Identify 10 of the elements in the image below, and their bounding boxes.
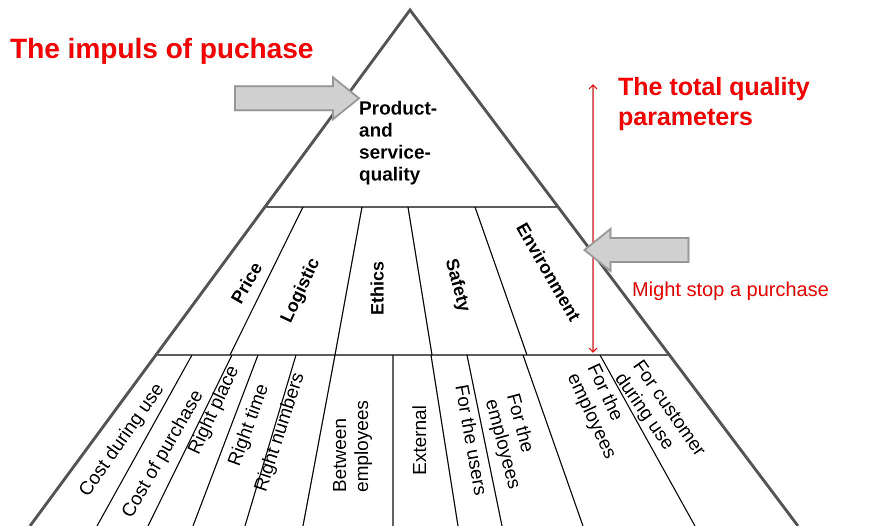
annotation-text: Might stop a purchase — [632, 278, 829, 302]
heading-text: The total quality parameters — [618, 72, 811, 132]
segment-label: External — [410, 405, 432, 475]
segment-title: Ethics — [368, 260, 388, 316]
segment-title: Safety — [441, 256, 475, 314]
segment-label: Between employees — [330, 382, 374, 492]
heading-text: The impuls of puchase — [10, 32, 314, 66]
block-arrow — [582, 226, 690, 274]
segment-title: Product- and service- quality — [359, 98, 451, 186]
block-arrow — [234, 75, 361, 122]
